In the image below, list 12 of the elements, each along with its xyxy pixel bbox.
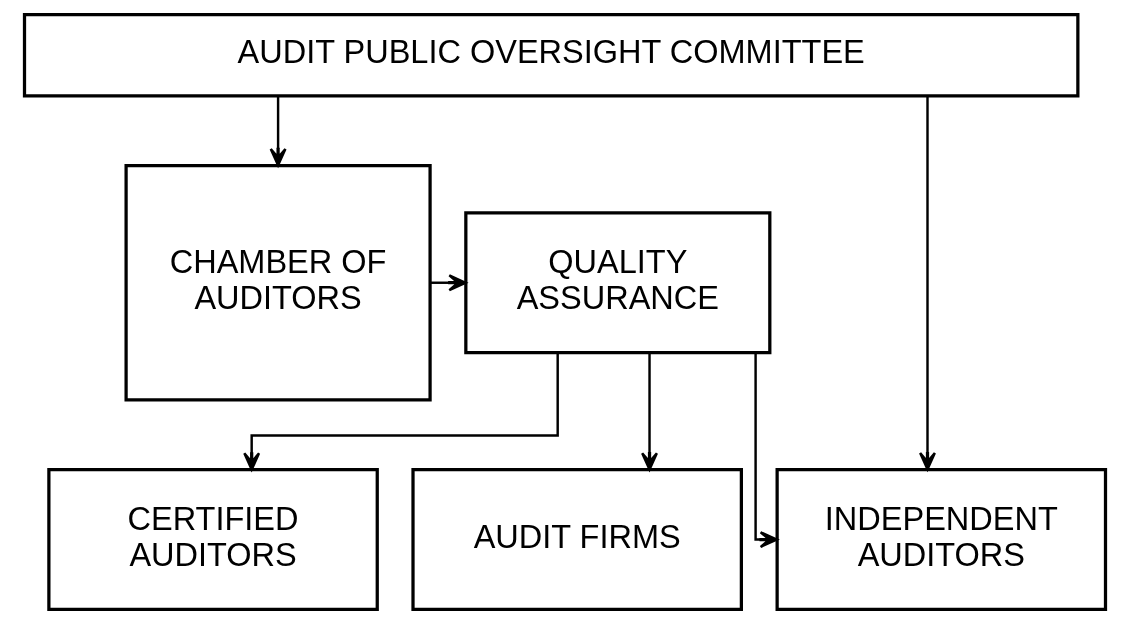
arrow [242, 352, 559, 471]
node-box: QUALITY ASSURANCE [463, 211, 771, 355]
arrow [918, 96, 936, 471]
arrow [269, 95, 287, 167]
node-box: CHAMBER OF AUDITORS [123, 164, 432, 402]
node-box: INDEPENDENT AUDITORS [775, 468, 1107, 612]
arrow [753, 352, 778, 549]
arrow [430, 274, 467, 292]
node-box: AUDIT PUBLIC OVERSIGHT COMMITTEE [22, 12, 1079, 98]
arrow [640, 352, 658, 471]
node-box: AUDIT FIRMS [410, 468, 743, 612]
node-box: CERTIFIED AUDITORS [46, 468, 379, 612]
